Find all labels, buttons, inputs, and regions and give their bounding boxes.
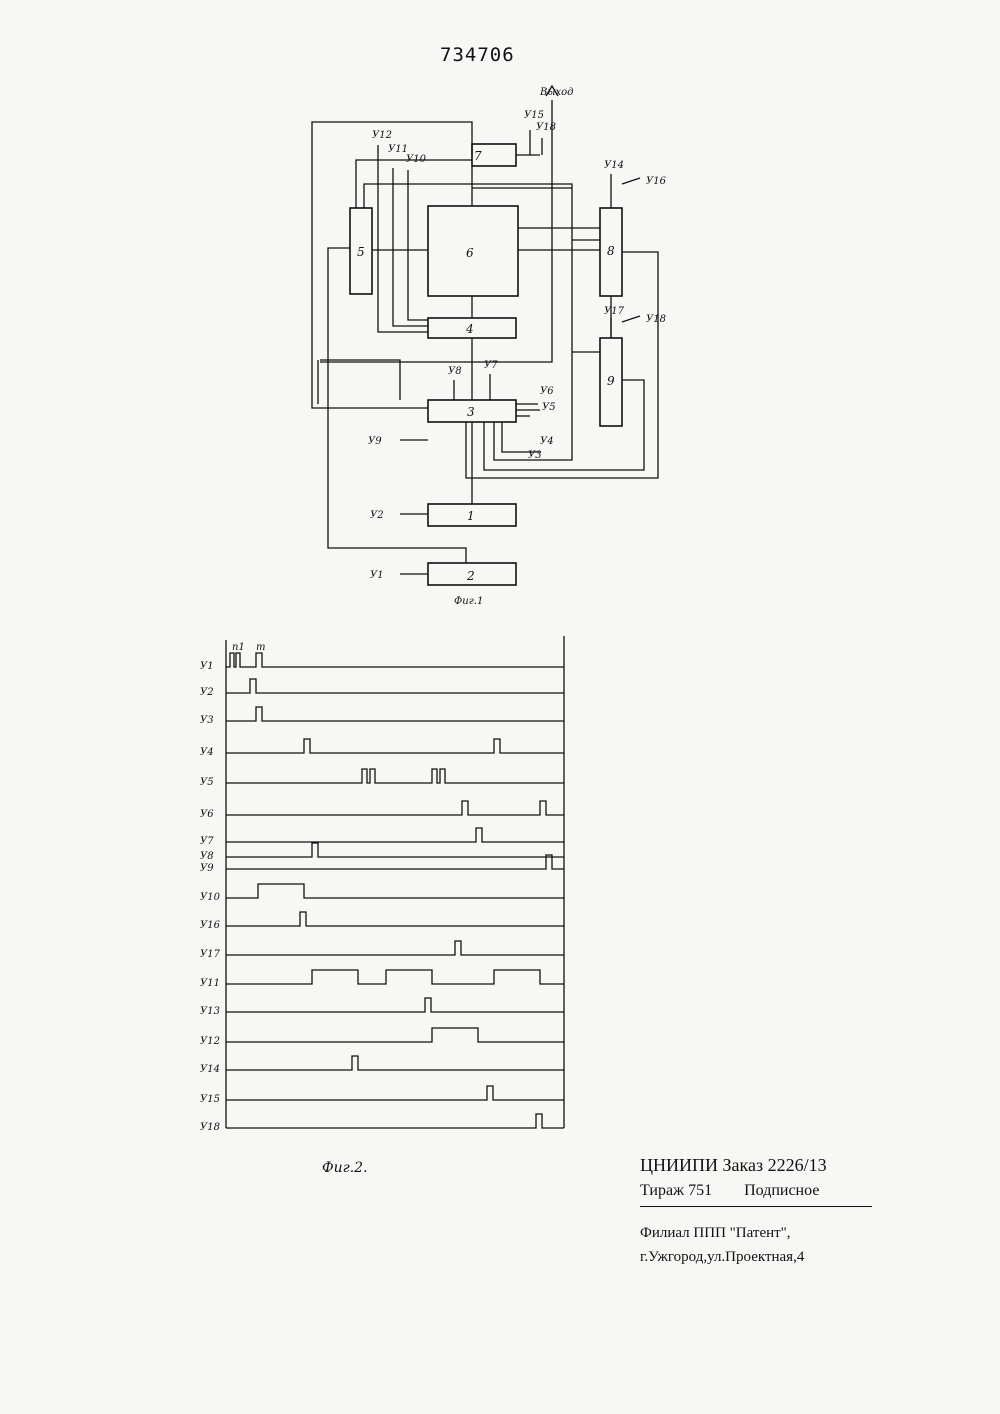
- input-label-u2: У2: [370, 510, 384, 521]
- timing-row-label: У14: [200, 1064, 220, 1075]
- output-label: Выход: [539, 87, 574, 98]
- input-label-u17: У17: [604, 306, 625, 317]
- timing-trace-row-3: [226, 707, 564, 721]
- block-2-label: 2: [466, 569, 475, 583]
- timing-trace-row-2: [226, 679, 564, 693]
- input-label-u7: У7: [484, 360, 498, 371]
- fig2-timing-diagram: n1 m У1У2У3У4У5У6У7У8У9У10У16У17У11У13У1…: [200, 636, 564, 1133]
- timing-row-label: У8: [200, 851, 214, 862]
- input-label-u8: У8: [448, 366, 462, 377]
- timing-row-label: У9: [200, 863, 214, 874]
- input-label-u10: У10: [406, 154, 427, 165]
- block-5-label: 5: [357, 245, 365, 259]
- block-7-label: 7: [474, 149, 482, 163]
- timing-row-label: У6: [200, 809, 214, 820]
- timing-trace-row-18: [226, 1114, 564, 1128]
- input-label-u5: У5: [542, 402, 556, 413]
- fig2-caption: Фиг.2.: [322, 1160, 368, 1176]
- block-8-label: 8: [607, 244, 615, 258]
- input-label-u18: У18: [646, 314, 666, 325]
- fig1-caption: Фиг.1: [454, 596, 483, 607]
- top-mark-n: n1: [232, 642, 245, 653]
- timing-trace-row-13: [226, 970, 564, 984]
- timing-trace-row-5: [226, 769, 564, 783]
- timing-row-label: У18: [200, 1122, 220, 1133]
- block-3-label: 3: [467, 405, 475, 419]
- input-label-u14: У14: [604, 160, 624, 171]
- timing-row-label: У7: [200, 836, 214, 847]
- input-label-u4: У4: [540, 436, 554, 447]
- timing-row-label: У5: [200, 777, 214, 788]
- timing-row-label: У10: [200, 892, 221, 903]
- timing-row-label: У1: [200, 661, 214, 672]
- fig1-diagram: 7 6 5 4 3 1 2 8 9: [312, 86, 667, 607]
- imprint-block: ЦНИИПИ Заказ 2226/13 Тираж 751 Подписное…: [640, 1155, 890, 1269]
- timing-trace-row-4: [226, 739, 564, 753]
- timing-trace-row-11: [226, 912, 564, 926]
- timing-row-label: У2: [200, 687, 214, 698]
- timing-trace-row-14: [226, 998, 564, 1012]
- input-label-u9: У9: [368, 436, 382, 447]
- timing-row-label: У11: [200, 978, 220, 989]
- input-label-u16: У16: [646, 176, 667, 187]
- input-label-u11: У11: [388, 144, 408, 155]
- input-label-u18a: У18: [536, 122, 556, 133]
- timing-row-label: У17: [200, 949, 221, 960]
- timing-row-label: У13: [200, 1006, 220, 1017]
- block-9-label: 9: [607, 374, 615, 388]
- imprint-circulation-line: Тираж 751 Подписное: [640, 1182, 890, 1200]
- imprint-branch-line: Филиал ППП "Патент",: [640, 1221, 890, 1245]
- timing-trace-row-8: [226, 843, 564, 857]
- imprint-circulation: Тираж 751: [640, 1182, 712, 1199]
- timing-row-label: У12: [200, 1036, 220, 1047]
- input-label-u1: У1: [370, 570, 384, 581]
- timing-trace-row-1: [226, 653, 564, 667]
- timing-trace-row-6: [226, 801, 564, 815]
- timing-trace-row-10: [226, 884, 564, 898]
- imprint-address-line: г.Ужгород,ул.Проектная,4: [640, 1245, 890, 1269]
- timing-row-label: У4: [200, 747, 214, 758]
- imprint-order-line: ЦНИИПИ Заказ 2226/13: [640, 1155, 890, 1176]
- input-label-u3: У3: [528, 450, 542, 461]
- imprint-subscription: Подписное: [744, 1182, 819, 1199]
- input-label-u6: У6: [540, 386, 554, 397]
- timing-rows: У1У2У3У4У5У6У7У8У9У10У16У17У11У13У12У14У…: [200, 653, 564, 1133]
- timing-trace-row-17: [226, 1086, 564, 1100]
- timing-trace-row-15: [226, 1028, 564, 1042]
- timing-row-label: У15: [200, 1094, 220, 1105]
- top-mark-m: m: [256, 642, 265, 653]
- imprint-divider: [640, 1206, 872, 1207]
- input-label-u12: У12: [372, 130, 392, 141]
- timing-row-label: У3: [200, 715, 214, 726]
- timing-trace-row-16: [226, 1056, 564, 1070]
- block-6-label: 6: [466, 246, 474, 260]
- timing-trace-row-7: [226, 828, 564, 842]
- timing-row-label: У16: [200, 920, 221, 931]
- block-1-label: 1: [467, 509, 475, 523]
- timing-trace-row-12: [226, 941, 564, 955]
- input-label-u15a: У15: [524, 110, 544, 121]
- block-4-label: 4: [465, 322, 474, 336]
